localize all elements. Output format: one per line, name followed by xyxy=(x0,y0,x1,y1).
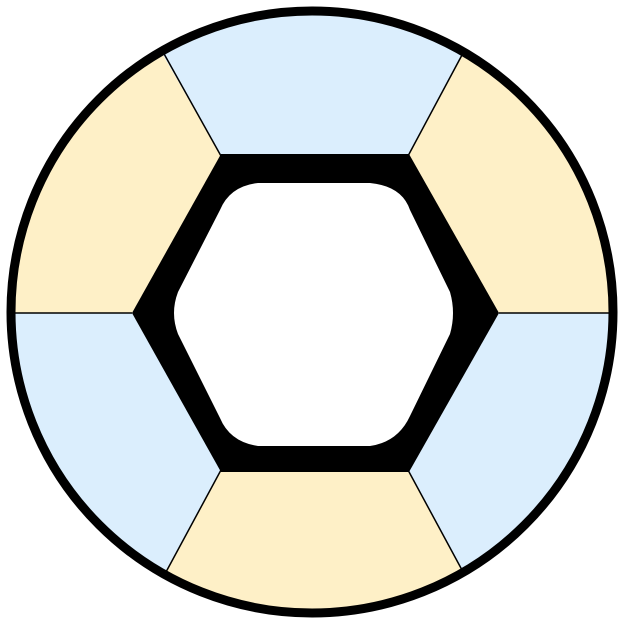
segment-dividers xyxy=(14,51,610,573)
divider-line xyxy=(407,54,463,157)
segment-bottom xyxy=(166,470,462,610)
divider-line xyxy=(165,469,222,573)
inner-hexagon xyxy=(174,183,453,446)
divider-line xyxy=(407,469,463,571)
outer-ring xyxy=(6,6,618,618)
divider-line xyxy=(162,51,222,157)
